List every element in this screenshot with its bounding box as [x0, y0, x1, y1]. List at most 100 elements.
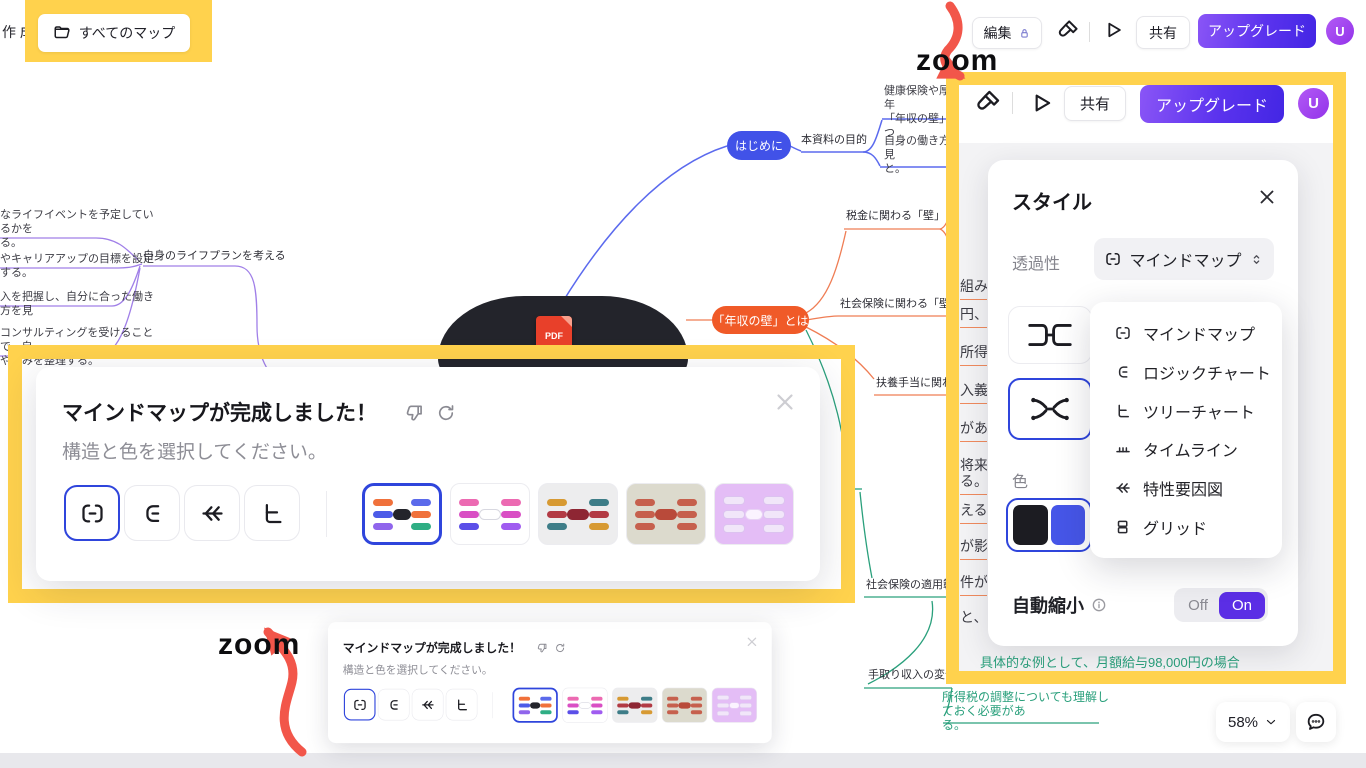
tree-chart-icon: [259, 500, 286, 527]
highlight-box-all-maps: すべてのマップ: [25, 0, 212, 62]
thumbs-down-icon[interactable]: [536, 642, 547, 653]
layout-thumb-straight[interactable]: [1008, 306, 1092, 364]
share-button[interactable]: 共有: [1064, 86, 1126, 121]
swatch-blue: [1050, 505, 1085, 545]
layout-select[interactable]: マインドマップ: [1094, 238, 1274, 280]
map-branch-label[interactable]: 社会保険に関わる「壁」: [840, 298, 961, 310]
highlight-frame-style-panel: 共有 アップグレード U 組み。 円、10 所得税 入義務 があり、 将来の る…: [946, 72, 1346, 684]
map-leaf[interactable]: 健康保険や厚生年 「年収の壁」につ: [884, 85, 961, 139]
zoom-annotation-bottom: zoom: [218, 628, 301, 661]
close-icon[interactable]: [772, 389, 798, 415]
menu-label: 特性要因図: [1143, 481, 1224, 499]
color-theme-3[interactable]: [538, 483, 618, 545]
structure-logic-chart-button[interactable]: [124, 485, 180, 541]
avatar[interactable]: U: [1298, 88, 1329, 119]
map-leaf[interactable]: 所得税の調整についても理解しておく必要があ る。: [942, 690, 1110, 732]
structure-tree-button[interactable]: [445, 688, 478, 721]
regenerate-icon[interactable]: [554, 642, 565, 653]
map-node-intro[interactable]: はじめに: [727, 131, 791, 160]
close-icon[interactable]: [1256, 186, 1278, 208]
menu-item-grid[interactable]: グリッド: [1090, 515, 1282, 539]
transparency-label: 透過性: [1012, 256, 1061, 273]
upgrade-button[interactable]: アップグレード: [1198, 14, 1316, 48]
play-icon[interactable]: [1028, 90, 1054, 116]
menu-label: グリッド: [1143, 520, 1208, 538]
structure-tree-button[interactable]: [244, 485, 300, 541]
structure-logic-chart-button[interactable]: [377, 688, 410, 721]
map-leaf[interactable]: 自身の働き方を見 と。: [884, 135, 961, 175]
avatar[interactable]: U: [1326, 17, 1354, 45]
color-theme-2[interactable]: [450, 483, 530, 545]
dialog-title: マインドマップが完成しました！: [342, 641, 522, 655]
toggle-on-label[interactable]: On: [1218, 591, 1265, 619]
color-theme-1[interactable]: [512, 687, 558, 723]
tree-chart-icon: [1114, 402, 1132, 420]
color-theme-5[interactable]: [711, 687, 758, 723]
layout-select-value: マインドマップ: [1129, 253, 1242, 270]
dialog-divider: [326, 491, 327, 537]
color-theme-2[interactable]: [562, 687, 608, 723]
map-fragment: えると: [960, 500, 987, 524]
toggle-off-label[interactable]: Off: [1188, 596, 1208, 614]
feedback-chat-button[interactable]: [1296, 702, 1336, 742]
color-theme-1[interactable]: [362, 483, 442, 545]
structure-mindmap-button[interactable]: [343, 688, 376, 721]
info-icon[interactable]: [1091, 597, 1107, 613]
map-fragment: と、税: [960, 609, 987, 625]
fishbone-icon: [199, 500, 226, 527]
play-icon[interactable]: [1102, 19, 1124, 41]
layout-dropdown-menu: マインドマップ ロジックチャート ツリーチャート タイムライン 特性要因図 グリ…: [1090, 302, 1282, 558]
menu-label: ロジックチャート: [1143, 365, 1271, 383]
map-fragment: る。: [960, 471, 987, 495]
highlight-frame-dialog: [8, 345, 855, 603]
menu-label: タイムライン: [1143, 443, 1238, 461]
format-brush-icon[interactable]: [974, 88, 1002, 116]
thumbs-down-icon[interactable]: [404, 403, 424, 423]
zoom-level-button[interactable]: 58%: [1216, 702, 1290, 742]
map-leaf[interactable]: 入を把握し、自分に合った働き方を見: [0, 291, 154, 317]
color-theme-swatch[interactable]: [1006, 498, 1092, 552]
color-theme-5[interactable]: [714, 483, 794, 545]
structure-fishbone-button[interactable]: [184, 485, 240, 541]
map-node-main[interactable]: 「年収の壁」とは: [712, 306, 809, 334]
menu-item-tree-chart[interactable]: ツリーチャート: [1090, 399, 1282, 423]
dialog-subtitle: 構造と色を選択してください。: [62, 442, 327, 463]
avatar-initial: U: [1335, 23, 1345, 39]
map-fragment: 入義務: [960, 380, 987, 404]
format-brush-icon[interactable]: [1056, 18, 1080, 42]
edit-button[interactable]: 編集: [972, 17, 1042, 49]
upgrade-button[interactable]: アップグレード: [1140, 85, 1284, 123]
color-theme-3[interactable]: [612, 687, 658, 723]
map-branch-label[interactable]: 社会保険の適用範囲: [866, 579, 965, 591]
menu-label: ツリーチャート: [1143, 404, 1255, 422]
structure-fishbone-button[interactable]: [411, 688, 444, 721]
auto-shrink-toggle[interactable]: Off On: [1174, 588, 1268, 622]
dialog-subtitle: 構造と色を選択してください。: [342, 664, 493, 677]
color-theme-4[interactable]: [626, 483, 706, 545]
menu-item-timeline[interactable]: タイムライン: [1090, 437, 1282, 461]
map-branch-label[interactable]: 本資料の目的: [801, 134, 867, 146]
map-branch-label[interactable]: 税金に関わる「壁」: [846, 210, 945, 222]
zoomed-screenshot-area: 共有 アップグレード U 組み。 円、10 所得税 入義務 があり、 将来の る…: [959, 85, 1333, 671]
dialog-divider: [492, 692, 493, 719]
all-maps-button[interactable]: すべてのマップ: [38, 14, 190, 52]
map-leaf[interactable]: やキャリアアップの目標を設定する。: [0, 253, 154, 279]
style-panel: スタイル 透過性 マインドマップ 色 自動縮小: [988, 160, 1298, 646]
map-branch-label[interactable]: 手取り収入の変化: [868, 669, 956, 681]
map-leaf[interactable]: なライフイベントを予定しているかを る。: [0, 209, 154, 249]
regenerate-icon[interactable]: [436, 403, 456, 423]
updown-icon: [1249, 252, 1264, 267]
close-icon[interactable]: [745, 634, 760, 649]
layout-thumb-curvy[interactable]: [1008, 378, 1092, 440]
color-theme-4[interactable]: [661, 687, 708, 723]
menu-item-logic-chart[interactable]: ロジックチャート: [1090, 360, 1282, 384]
map-fragment-green: 具体的な例として、月額給与98,000円の場合: [980, 652, 1240, 671]
menu-label: マインドマップ: [1143, 327, 1256, 345]
menu-item-mindmap[interactable]: マインドマップ: [1090, 321, 1282, 345]
structure-mindmap-button[interactable]: [64, 485, 120, 541]
map-branch-label[interactable]: 自身のライフプランを考える: [143, 250, 286, 262]
menu-item-fishbone[interactable]: 特性要因図: [1090, 476, 1282, 500]
share-button[interactable]: 共有: [1136, 16, 1190, 49]
auto-shrink-label-row: 自動縮小: [1012, 592, 1107, 618]
bottom-strip: [0, 753, 1366, 768]
